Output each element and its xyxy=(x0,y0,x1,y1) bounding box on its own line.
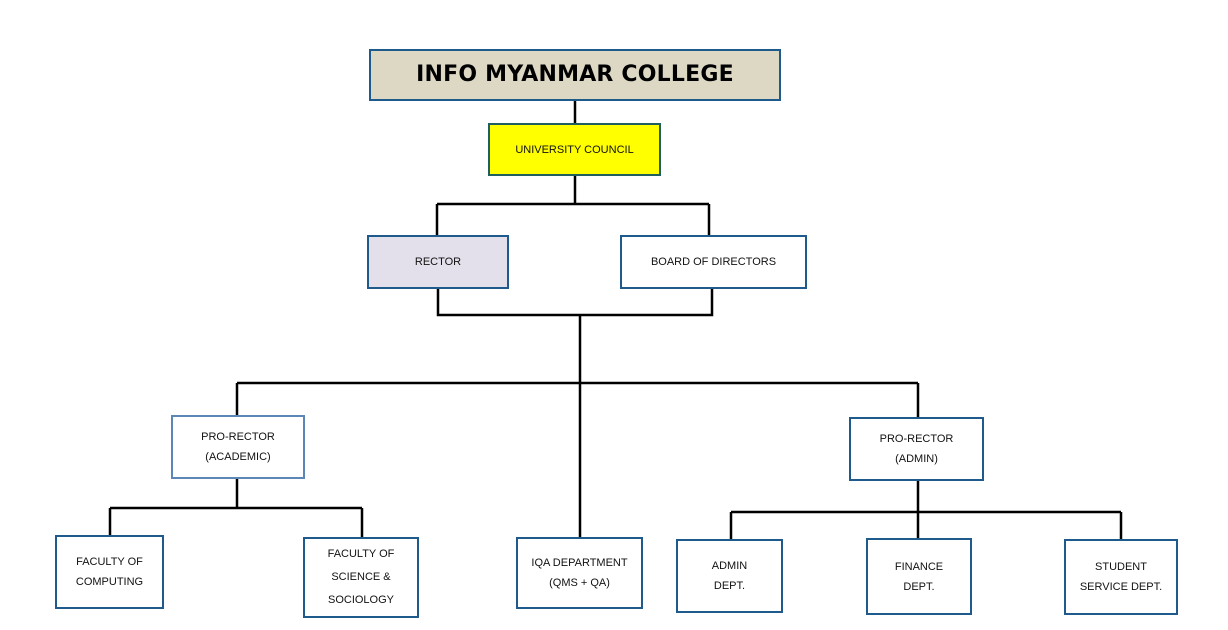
iqa-department-line1: IQA DEPARTMENT xyxy=(531,557,628,569)
rector-box: RECTOR xyxy=(367,235,509,289)
faculty-science-line2: SCIENCE & xyxy=(331,571,391,583)
college-title-box: INFO MYANMAR COLLEGE xyxy=(369,49,781,101)
pro-rector-admin-line1: PRO-RECTOR xyxy=(879,433,954,445)
connector-pro-rectors xyxy=(235,381,920,418)
student-service-dept-line1: STUDENT xyxy=(1095,561,1147,573)
pro-rector-academic-line2: (ACADEMIC) xyxy=(205,451,271,463)
faculty-computing-line1: FACULTY OF xyxy=(76,556,143,568)
connector-council-split xyxy=(435,175,711,236)
admin-dept-line2: DEPT. xyxy=(713,580,746,592)
student-service-dept-box: STUDENT SERVICE DEPT. xyxy=(1064,539,1178,615)
admin-dept-line1: ADMIN xyxy=(711,560,748,572)
connector-admin-depts xyxy=(729,480,1123,540)
pro-rector-academic-line1: PRO-RECTOR xyxy=(201,431,275,443)
university-council-label: UNIVERSITY COUNCIL xyxy=(515,143,634,156)
board-of-directors-box: BOARD OF DIRECTORS xyxy=(620,235,807,289)
student-service-dept-line2: SERVICE DEPT. xyxy=(1079,581,1163,593)
pro-rector-admin-box: PRO-RECTOR (ADMIN) xyxy=(849,417,984,481)
university-council-box: UNIVERSITY COUNCIL xyxy=(488,123,661,176)
connector-rector-board-join xyxy=(436,288,714,317)
faculty-science-line3: SOCIOLOGY xyxy=(327,594,395,606)
college-title: INFO MYANMAR COLLEGE xyxy=(416,62,734,87)
faculty-science-box: FACULTY OF SCIENCE & SOCIOLOGY xyxy=(303,537,419,618)
pro-rector-academic-box: PRO-RECTOR (ACADEMIC) xyxy=(171,415,305,479)
iqa-department-box: IQA DEPARTMENT (QMS + QA) xyxy=(516,537,643,609)
faculty-computing-box: FACULTY OF COMPUTING xyxy=(55,535,164,609)
finance-dept-line1: FINANCE xyxy=(894,560,944,573)
faculty-science-line1: FACULTY OF xyxy=(327,548,395,560)
connector-academic-faculties xyxy=(108,478,364,538)
admin-dept-box: ADMIN DEPT. xyxy=(676,539,783,613)
finance-dept-line2: DEPT. xyxy=(903,580,935,593)
rector-label: RECTOR xyxy=(414,256,462,268)
pro-rector-admin-line2: (ADMIN) xyxy=(895,453,938,465)
board-of-directors-label: BOARD OF DIRECTORS xyxy=(650,256,777,268)
faculty-computing-line2: COMPUTING xyxy=(75,576,144,588)
finance-dept-box: FINANCE DEPT. xyxy=(866,538,972,615)
iqa-department-line2: (QMS + QA) xyxy=(549,577,610,589)
